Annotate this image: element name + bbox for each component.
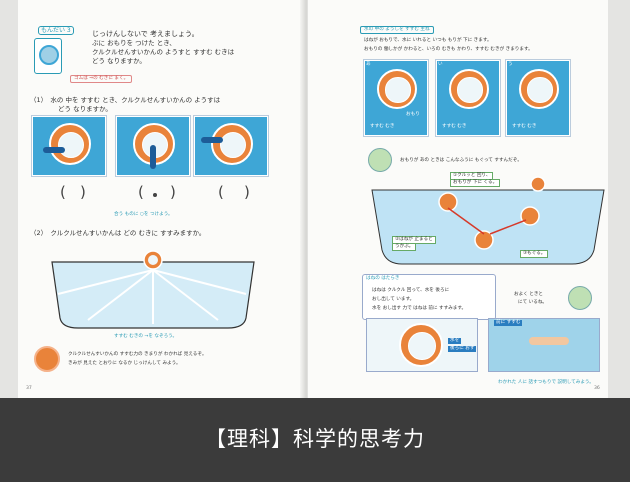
propeller-closeup — [366, 318, 478, 372]
panel-label-a: あ — [366, 62, 371, 67]
answer-paren-3-open[interactable]: ( — [218, 183, 224, 201]
panel-direction-label-u: すすむ むき — [512, 124, 537, 129]
wings-info-box — [362, 274, 496, 320]
option-panel-1 — [32, 116, 106, 176]
caption-text: 【理科】科学的思考力 — [205, 427, 425, 451]
character-icon-right — [368, 148, 392, 172]
answer-paren-2-open[interactable]: ( — [138, 183, 144, 201]
intro-line-3: クルクルせんすいかんの ようすと すすむ むきは — [92, 48, 235, 56]
submarine-toy-illustration — [34, 38, 62, 74]
right-page: 水の 中の ようしを すすむ 主ね はねが おもりで、水に いれると いつも も… — [308, 0, 608, 398]
bottom-line-2: きみが 見えた とおりに なるか じっけんして みよう。 — [68, 361, 181, 366]
swimmer-line-1: およく ときと — [514, 292, 544, 297]
callout-3: ③もぐる。 — [520, 250, 549, 258]
answer-paren-1-open[interactable]: ( — [60, 183, 66, 201]
arrow-note: すすむ むきの →を なぞろう。 — [114, 334, 178, 339]
left-page: もんだい 3 じっけんしないで 考えましょう。 ぶに おもりを つけた とき、 … — [18, 0, 303, 398]
character-icon-swimmer — [568, 286, 592, 310]
swimmer-illustration — [488, 318, 600, 372]
answer-paren-2-close[interactable]: ) — [170, 183, 176, 201]
answer-paren-1-close[interactable]: ) — [80, 183, 86, 201]
weight-label: おもり — [406, 112, 420, 117]
intro-line-2: ぶに おもりを つけた とき、 — [92, 39, 176, 47]
hint-text: 合う ものに ○を つけよう。 — [114, 212, 173, 217]
panel-a — [364, 60, 428, 136]
right-intro-line-1: はねが おもりで、水に いれると いつも もりが 下に きます。 — [364, 38, 492, 43]
right-page-number: 36 — [594, 386, 600, 391]
water-label-line-1: 水を — [448, 338, 462, 344]
panel-i — [436, 60, 500, 136]
panel-u — [506, 60, 570, 136]
panel-label-i: い — [438, 62, 443, 67]
q1-line-1: （1） 水の 中を すすむ とき、クルクルせんすいかんの ようすは — [30, 96, 221, 104]
bottom-line-1: クルクルせんすいかんの すすむ力の きまりが わかれば 見えるぞ。 — [68, 352, 207, 357]
panel-label-u: う — [508, 62, 513, 67]
box-line-1: はねは クルクル 回って、水を 後ろに — [372, 288, 450, 293]
panel-direction-label-i: すすむ むき — [442, 124, 467, 129]
swimmer-line-2: にて いるね。 — [518, 300, 548, 305]
left-page-number: 37 — [26, 386, 32, 391]
intro-line-1: じっけんしないで 考えましょう。 — [92, 30, 199, 38]
right-heading: 水の 中の ようしを すすむ 主ね — [360, 26, 434, 34]
character-icon — [34, 346, 60, 372]
q2-text: （2） クルクルせんすいかんは どの むきに すすみますか。 — [30, 229, 206, 237]
option-panel-3 — [194, 116, 268, 176]
speech-text: おもりが あの ときは こんなふうに もぐって すすんだぞ。 — [400, 158, 522, 163]
book-spread: もんだい 3 じっけんしないで 考えましょう。 ぶに おもりを つけた とき、 … — [18, 0, 608, 398]
box-line-3: 水を おし出す 力で はねは 前に すすみます。 — [372, 306, 467, 311]
box-label: はねの はたらき — [366, 276, 400, 281]
panel-direction-label-a: すすむ むき — [370, 124, 395, 129]
callout-2-line-2: うかぶ。 — [392, 243, 417, 251]
box-line-2: おし出して います。 — [372, 297, 415, 302]
footer-note: わかれた 人に 話すつもりで 説明してみよう。 — [498, 380, 594, 385]
water-basin-illustration — [51, 250, 255, 329]
intro-line-4: どう なりますか。 — [92, 57, 146, 65]
forward-label: 前に すすむ — [494, 320, 523, 326]
callout-1-line-2: おもりが 下に くる。 — [450, 179, 501, 187]
option-panel-2 — [116, 116, 190, 176]
caption-banner — [0, 398, 630, 482]
problem-label: もんだい 3 — [38, 26, 74, 35]
answer-paren-3-close[interactable]: ) — [244, 183, 250, 201]
right-intro-line-2: おもりの 働しかが かわると、いろの むきも かわり、すすむ むきが きまります… — [364, 47, 533, 52]
tank-illustration — [371, 176, 605, 265]
note-text: ゴムは ⇒の むきに まく。 — [70, 75, 133, 83]
water-label-line-2: 後ろに おす — [448, 346, 477, 352]
q1-line-2: どう なりますか。 — [58, 105, 112, 113]
answer-dot — [153, 193, 157, 197]
